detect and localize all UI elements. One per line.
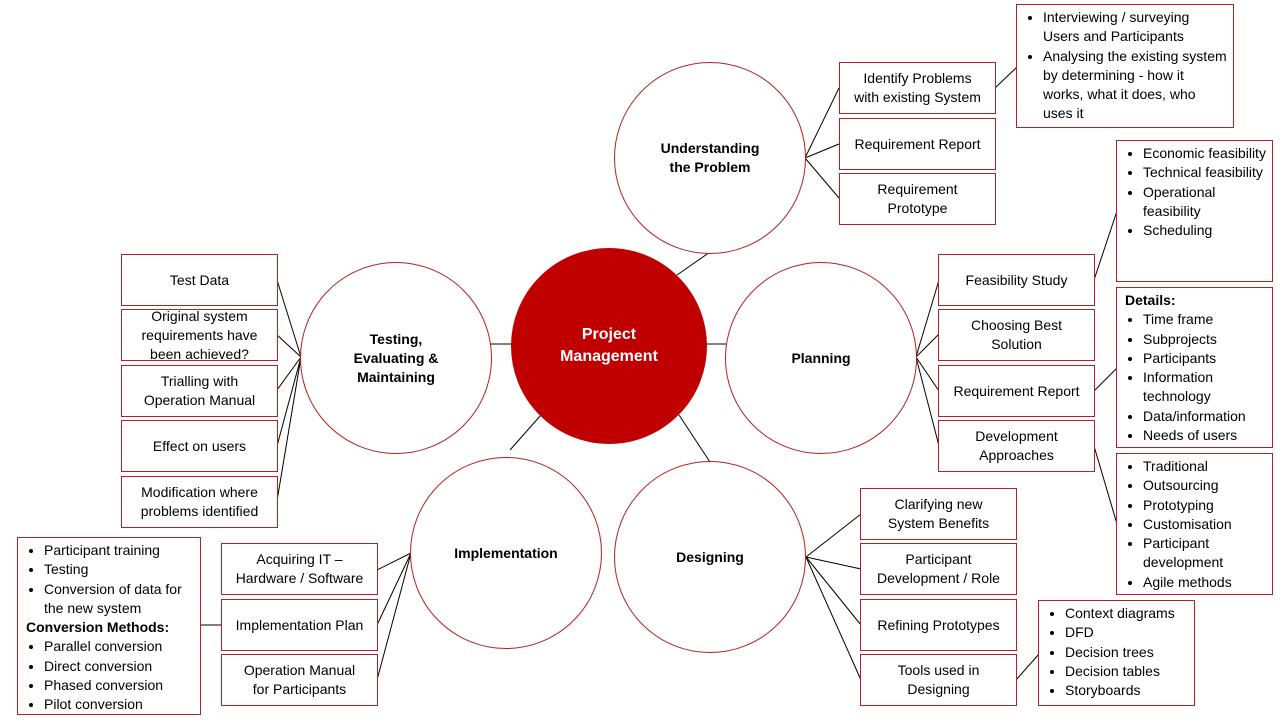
list-item: Subprojects [1143,330,1266,349]
box-label: Trialling with Operation Manual [143,373,256,408]
hub-designing: Designing [614,461,806,653]
list-planning-details: Details: Time frame Subprojects Particip… [1116,287,1273,448]
list-item: Prototyping [1143,496,1266,515]
list-item: Phased conversion [44,676,194,695]
center-node-project-management: Project Management [511,248,707,444]
box-operation-manual: Operation Manual for Participants [221,654,378,706]
box-label: Requirement Prototype [877,181,958,216]
list-item: Parallel conversion [44,637,194,656]
list-item: Traditional [1143,457,1266,476]
list-item: Agile methods [1143,573,1266,592]
hub-planning: Planning [725,262,917,454]
list-item: Technical feasibility [1143,163,1266,182]
list-item: Decision trees [1065,643,1188,662]
box-label: Implementation Plan [235,616,364,633]
hub-implementation: Implementation [410,457,602,649]
list-item: Context diagrams [1065,604,1188,623]
hub-label-testing: Testing, Evaluating & Maintaining [353,330,439,385]
list-item: Decision tables [1065,662,1188,681]
list-item: Customisation [1143,515,1266,534]
box-label: Modification where problems identified [140,484,259,519]
list-item: Testing [44,560,194,579]
list-item: Scheduling [1143,221,1266,240]
box-label: Operation Manual for Participants [243,662,356,697]
list-item: Storyboards [1065,681,1188,700]
box-refining-prototypes: Refining Prototypes [860,599,1017,651]
box-label: Identify Problems with existing System [854,70,981,105]
box-test-data: Test Data [121,254,278,306]
hub-label-understanding: Understanding the Problem [660,140,760,175]
list-item: Direct conversion [44,657,194,676]
list-feasibility: Economic feasibility Technical feasibili… [1116,140,1273,282]
hub-testing-evaluating-maintaining: Testing, Evaluating & Maintaining [300,262,492,454]
hub-label-planning: Planning [791,349,851,366]
list-item: Time frame [1143,310,1266,329]
list-item: Participants [1143,349,1266,368]
box-label: Feasibility Study [965,271,1068,288]
list-design-tools: Context diagrams DFD Decision trees Deci… [1038,600,1195,706]
box-label: Test Data [169,271,230,288]
box-development-approaches: Development Approaches [938,420,1095,472]
list-item: Interviewing / surveying Users and Parti… [1043,8,1227,47]
list-item: Outsourcing [1143,476,1266,495]
box-tools-used-in-designing: Tools used in Designing [860,654,1017,706]
list-item: Conversion of data for the new system [44,580,194,619]
list-implementation-details: Participant training Testing Conversion … [17,537,201,715]
hub-label-implementation: Implementation [454,544,558,561]
details-header: Details: [1125,292,1176,308]
box-label: Effect on users [152,437,247,454]
box-acquiring-it: Acquiring IT – Hardware / Software [221,543,378,595]
list-item: Needs of users [1143,426,1266,445]
list-development-approaches: Traditional Outsourcing Prototyping Cust… [1116,453,1273,595]
box-label: Requirement Report [953,382,1080,399]
list-understanding-details: Interviewing / surveying Users and Parti… [1016,4,1234,128]
center-label: Project Management [560,326,658,365]
list-item: Analysing the existing system by determi… [1043,47,1227,124]
hub-understanding-the-problem: Understanding the Problem [614,62,806,254]
list-item: DFD [1065,623,1188,642]
list-item: Information technology [1143,368,1266,407]
box-label: Tools used in Designing [897,662,980,697]
box-requirement-report-understanding: Requirement Report [839,118,996,170]
box-clarifying-benefits: Clarifying new System Benefits [860,488,1017,540]
box-label: Original system requirements have been a… [141,307,258,362]
list-item: Operational feasibility [1143,183,1266,222]
list-item: Participant development [1143,534,1266,573]
box-label: Participant Development / Role [877,551,1000,586]
list-item: Pilot conversion [44,695,194,714]
list-item: Participant training [44,541,194,560]
box-label: Development Approaches [975,428,1058,463]
box-requirement-report-planning: Requirement Report [938,365,1095,417]
box-effect-on-users: Effect on users [121,420,278,472]
box-identify-problems: Identify Problems with existing System [839,62,996,114]
box-label: Choosing Best Solution [970,317,1063,352]
box-feasibility-study: Feasibility Study [938,254,1095,306]
box-label: Refining Prototypes [877,616,1000,633]
conversion-methods-header: Conversion Methods: [26,619,170,636]
box-label: Acquiring IT – Hardware / Software [235,551,364,586]
box-implementation-plan: Implementation Plan [221,599,378,651]
list-item: Data/information [1143,407,1266,426]
box-label: Clarifying new System Benefits [887,496,990,531]
box-label: Requirement Report [854,135,981,152]
hub-label-designing: Designing [676,548,744,565]
box-requirements-achieved: Original system requirements have been a… [121,307,278,362]
box-participant-development: Participant Development / Role [860,543,1017,595]
list-item: Economic feasibility [1143,144,1266,163]
box-choosing-best-solution: Choosing Best Solution [938,309,1095,361]
box-modification: Modification where problems identified [121,476,278,528]
box-trialling-manual: Trialling with Operation Manual [121,365,278,417]
box-requirement-prototype: Requirement Prototype [839,173,996,225]
